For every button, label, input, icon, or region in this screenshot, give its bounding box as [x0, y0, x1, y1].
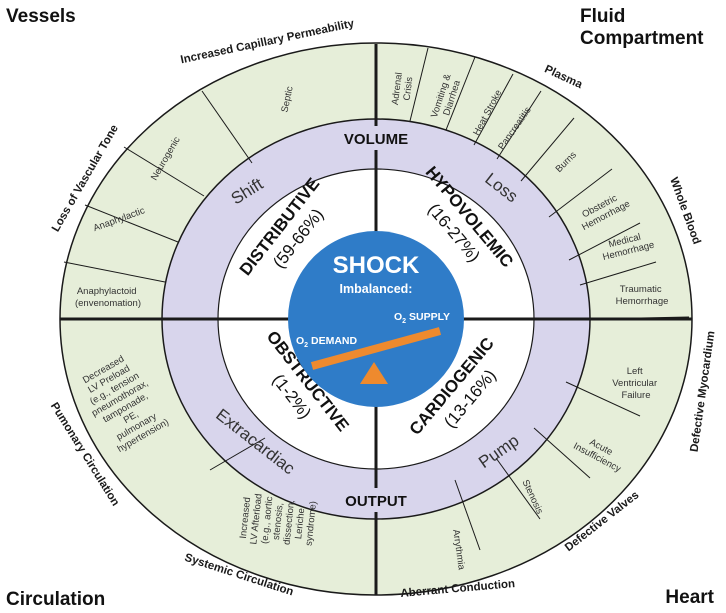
- seesaw-fulcrum: [360, 362, 388, 384]
- band-label-volume: VOLUME: [344, 131, 408, 148]
- cell-adrenal-crisis: Adrenal Crisis: [390, 69, 416, 107]
- output-band-bg: [330, 488, 422, 512]
- cell-traumatic-hemorrhage: Traumatic Hemorrhage: [616, 284, 669, 307]
- cell-left-ventricular-failure: Left Ventricular Failure: [612, 366, 660, 401]
- band-label-output: OUTPUT: [345, 493, 407, 510]
- o2-supply-label: O2 SUPPLY: [394, 311, 450, 325]
- cell-anaphylactoid: Anaphylactoid (envenomation): [75, 286, 141, 309]
- corner-label-heart: Heart: [665, 587, 714, 608]
- corner-label-fluid-compartment: Fluid Compartment: [580, 6, 704, 49]
- seesaw-beam: [310, 327, 442, 370]
- center-title: SHOCK: [333, 252, 420, 279]
- center-subtitle: Imbalanced:: [340, 282, 413, 296]
- cell-septic: Septic: [279, 85, 295, 113]
- o2-demand-label: O2 DEMAND: [296, 335, 357, 349]
- volume-band-bg: [330, 126, 422, 150]
- corner-label-circulation: Circulation: [6, 589, 106, 610]
- label-defective-myocardium: Defective Myocardium: [689, 330, 718, 453]
- corner-label-vessels: Vessels: [6, 6, 76, 27]
- cell-increased-lv-afterload: Increased LV Afterload (e.g., aortic ste…: [237, 489, 319, 550]
